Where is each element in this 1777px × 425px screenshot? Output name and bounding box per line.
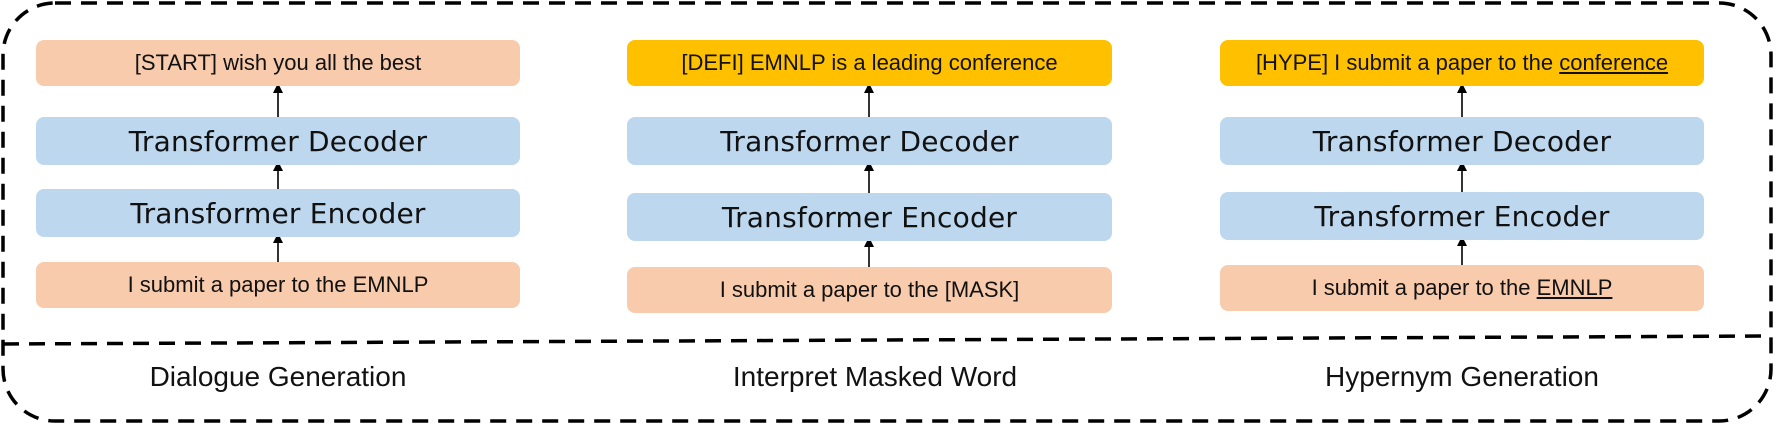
output-box-definition: [DEFI] EMNLP is a leading conference <box>627 40 1112 86</box>
encoder-label: Transformer Encoder <box>130 196 426 230</box>
input-underlined-text: EMNLP <box>1536 275 1613 300</box>
input-box: I submit a paper to the [MASK] <box>627 267 1112 313</box>
output-text: [START] wish you all the best <box>134 50 422 75</box>
output-text: [DEFI] EMNLP is a leading conference <box>681 50 1058 75</box>
input-box: I submit a paper to the EMNLP <box>1220 265 1704 311</box>
panel-caption: Hypernym Generation <box>1325 361 1599 392</box>
encoder-label: Transformer Encoder <box>1314 199 1610 233</box>
output-box-dialogue: [START] wish you all the best <box>36 40 520 86</box>
output-text: [HYPE] I submit a paper to the <box>1255 50 1560 75</box>
input-text: I submit a paper to the [MASK] <box>719 277 1020 302</box>
input-text: I submit a paper to the EMNLP <box>127 272 429 297</box>
panel-caption: Interpret Masked Word <box>732 361 1018 392</box>
transformer-encoder-box: Transformer Encoder <box>627 193 1112 241</box>
transformer-encoder-box: Transformer Encoder <box>1220 192 1704 240</box>
encoder-label: Transformer Encoder <box>721 200 1018 234</box>
output-underlined-text: conference <box>1559 50 1669 75</box>
decoder-label: Transformer Decoder <box>720 124 1019 158</box>
transformer-decoder-box: Transformer Decoder <box>627 117 1112 165</box>
transformer-encoder-box: Transformer Encoder <box>36 189 520 237</box>
output-box-hypernym: [HYPE] I submit a paper to the conferenc… <box>1220 40 1704 86</box>
panel-caption: Dialogue Generation <box>149 361 407 392</box>
transformer-decoder-box: Transformer Decoder <box>1220 117 1704 165</box>
input-box: I submit a paper to the EMNLP <box>36 262 520 308</box>
decoder-label: Transformer Decoder <box>128 124 428 158</box>
section-divider-dashed <box>2 334 1772 346</box>
decoder-label: Transformer Decoder <box>1312 124 1612 158</box>
transformer-decoder-box: Transformer Decoder <box>36 117 520 165</box>
input-text: I submit a paper to the <box>1311 275 1537 300</box>
